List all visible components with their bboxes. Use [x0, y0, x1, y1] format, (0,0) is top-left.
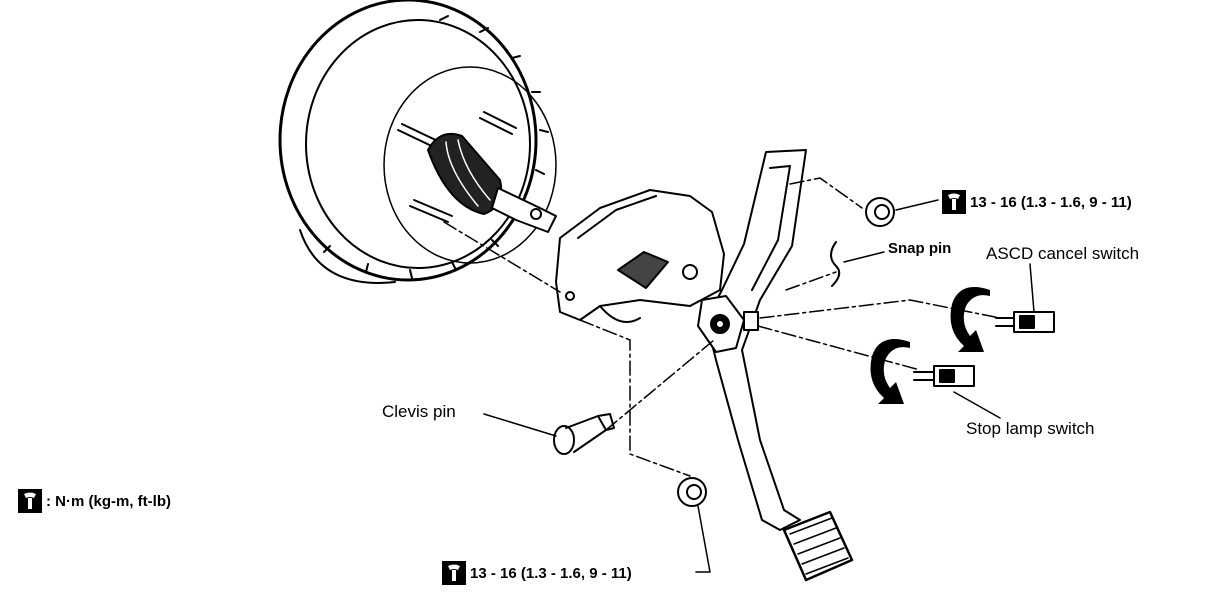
assembly-lines [443, 177, 1001, 477]
brake-pedal [697, 149, 854, 582]
stop-lamp-switch [913, 365, 975, 387]
clevis-pin [553, 413, 615, 455]
brake-booster [278, 0, 557, 284]
stop-lamp-switch-label: Stop lamp switch [966, 419, 1095, 438]
torque-wrench-icon [942, 190, 966, 214]
torque-wrench-icon [18, 489, 42, 513]
torque-wrench-icon [442, 561, 466, 585]
torque-value-top: 13 - 16 (1.3 - 1.6, 9 - 11) [970, 193, 1132, 211]
ascd-cancel-switch [995, 311, 1055, 333]
pedal-bracket [555, 189, 725, 323]
leader-lines [483, 199, 1035, 573]
nut-top [865, 197, 895, 227]
ascd-cancel-switch-label: ASCD cancel switch [986, 244, 1140, 263]
torque-spec-top: 13 - 16 (1.3 - 1.6, 9 - 11) [942, 190, 1132, 214]
clevis-pin-label: Clevis pin [382, 402, 456, 421]
torque-spec-bottom: 13 - 16 (1.3 - 1.6, 9 - 11) [442, 561, 632, 585]
torque-unit-legend: : N·m (kg-m, ft-lb) [46, 492, 171, 510]
nut-bottom [677, 477, 707, 507]
snap-pin-label: Snap pin [888, 240, 952, 257]
torque-legend: : N·m (kg-m, ft-lb) [18, 489, 171, 513]
snap-pin [830, 241, 841, 287]
torque-value-bottom: 13 - 16 (1.3 - 1.6, 9 - 11) [470, 564, 632, 582]
rotate-arrow-icon [870, 287, 990, 404]
